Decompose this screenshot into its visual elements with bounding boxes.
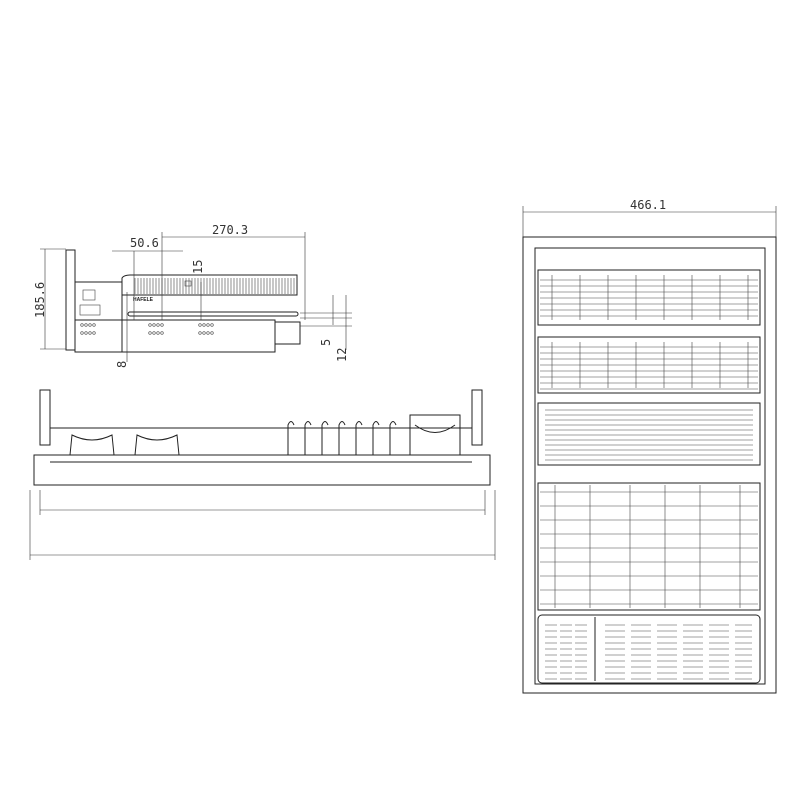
- front-rail: [33, 454, 491, 486]
- side-view: /* drawn below */ HAFELE 185.6 270.3 50.…: [33, 223, 352, 368]
- dim-gap: 15: [191, 260, 205, 274]
- plate-divider: [372, 421, 380, 455]
- cup-holders: [69, 434, 180, 456]
- outer-frame: [522, 236, 777, 694]
- plate-divider: [338, 421, 346, 455]
- plate-divider: [304, 421, 312, 455]
- dim-offset: 50.6: [130, 236, 159, 250]
- plate-divider: [355, 421, 363, 455]
- drawer-runner: [74, 319, 276, 353]
- dim-rail-b: 12: [335, 348, 349, 362]
- utensil-tray: [537, 614, 761, 684]
- dim-width: 466.1: [630, 198, 666, 212]
- plate-divider: [321, 421, 329, 455]
- front-view: [29, 389, 496, 560]
- dim-rail-a: 5: [319, 339, 333, 346]
- plate-rack: [537, 402, 761, 466]
- brand-logo: HAFELE: [133, 297, 154, 303]
- side-bracket: [74, 281, 123, 353]
- basket-1: [537, 269, 761, 326]
- plate-divider: [389, 421, 397, 455]
- left-post: [39, 389, 51, 446]
- side-panel: [65, 249, 76, 351]
- cup-box: [409, 414, 461, 456]
- plate-divider: [287, 421, 295, 455]
- dim-bottom: 8: [115, 361, 129, 368]
- dim-depth: 270.3: [212, 223, 248, 237]
- right-post: [471, 389, 483, 446]
- dim-height: 185.6: [33, 282, 47, 318]
- basket-2: [537, 336, 761, 394]
- grid-rack: [537, 482, 761, 611]
- top-view: 466.1: [522, 198, 777, 694]
